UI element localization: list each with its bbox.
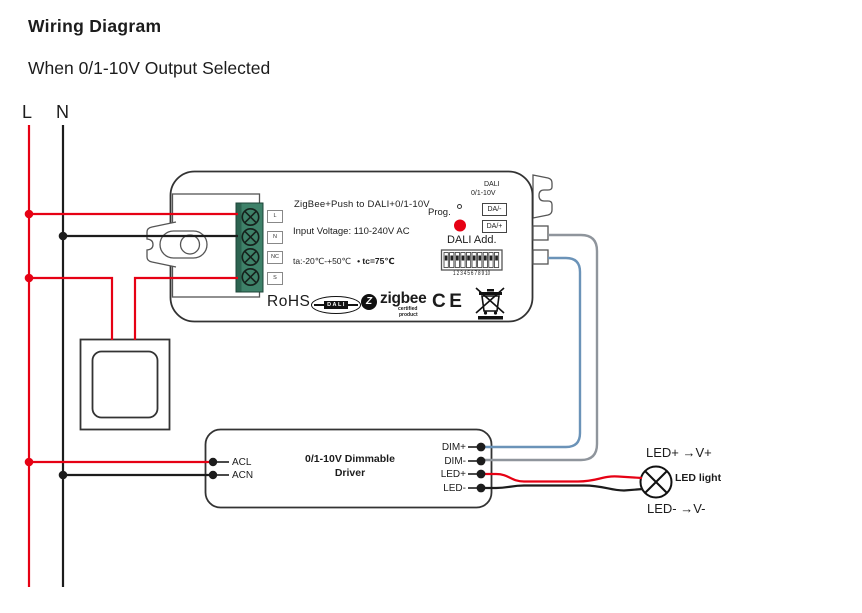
controller-product-line: ZigBee+Push to DALI+0/1-10V <box>294 199 430 210</box>
driver-acl-label: ACL <box>232 456 252 468</box>
wires <box>24 125 644 587</box>
mounting-tab-right <box>532 174 553 219</box>
live-to-switch <box>29 276 114 340</box>
dip-switch-numbers: 1 2 3 4 5 6 7 8 9 10 <box>453 269 491 277</box>
zigbee-certified-text: certified <box>398 306 418 312</box>
zigbee-logo-text: zigbee <box>380 290 427 307</box>
weee-icon <box>475 287 505 320</box>
dali-connector-2 <box>532 249 549 265</box>
page-subtitle: When 0/1-10V Output Selected <box>28 58 271 78</box>
driver-dim-minus-label: DIM- <box>444 455 466 467</box>
da-minus-terminal: DA/- <box>482 203 507 216</box>
driver-led-plus-label: LED+ <box>440 468 466 480</box>
driver-name-line2: Driver <box>334 467 366 479</box>
prog-button <box>454 219 466 232</box>
driver-led-minus-label: LED- <box>443 482 466 494</box>
dali-subtitle: 0/1-10V <box>471 189 496 197</box>
dali-logo: DALI <box>311 296 361 314</box>
dali-wire-gray <box>485 233 599 462</box>
prog-indicator-led <box>457 204 462 209</box>
junction-dots <box>24 209 486 493</box>
temp-range: ta:-20℃-+50℃ <box>293 256 352 266</box>
ce-mark: CE <box>432 291 466 312</box>
driver-acn-label: ACN <box>232 470 254 481</box>
led-negative-annotation: LED- →V- <box>647 501 706 516</box>
led-lamp-icon <box>639 465 673 499</box>
live-label: L <box>22 102 33 122</box>
dali-add-label: DALI Add. <box>447 234 497 246</box>
terminal-label-s: S <box>267 271 283 285</box>
dali-title: DALI <box>484 181 500 188</box>
neutral-label: N <box>56 102 69 122</box>
prog-label: Prog. <box>428 207 451 218</box>
dali-logo-text: DALI <box>324 301 348 309</box>
tc-value: • tc=75℃ <box>357 256 395 266</box>
led-negative-wire <box>481 484 644 492</box>
driver-name-line1: 0/1-10V Dimmable <box>305 453 395 465</box>
da-plus-terminal: DA/+ <box>482 220 507 233</box>
driver-body <box>204 428 493 509</box>
dali-connector-1 <box>532 225 549 241</box>
zigbee-controller <box>146 170 553 323</box>
terminal-label-n: N <box>267 230 283 244</box>
page-title: Wiring Diagram <box>28 16 162 36</box>
driver-dim-plus-label: DIM+ <box>441 441 466 453</box>
terminal-label-nc: NC <box>267 251 283 264</box>
led-positive-annotation: LED+ →V+ <box>646 445 712 460</box>
dim-wire-blue <box>485 256 582 449</box>
terminal-block <box>235 202 264 293</box>
rohs-logo: RoHS <box>267 293 311 310</box>
led-positive-wire <box>481 472 643 483</box>
push-switch <box>79 338 171 431</box>
zigbee-icon: Z <box>361 294 377 310</box>
led-light-label: LED light <box>675 472 722 484</box>
controller-voltage-line: Input Voltage: 110-240V AC <box>293 226 410 237</box>
bracket-hole <box>179 234 201 255</box>
controller-temp-line: ta:-20℃-+50℃ • tc=75℃ <box>293 256 395 266</box>
switch-to-S-terminal <box>133 276 238 340</box>
terminal-label-l: L <box>267 210 283 223</box>
zigbee-product-text: product <box>399 311 418 318</box>
dip-switch <box>440 249 503 271</box>
